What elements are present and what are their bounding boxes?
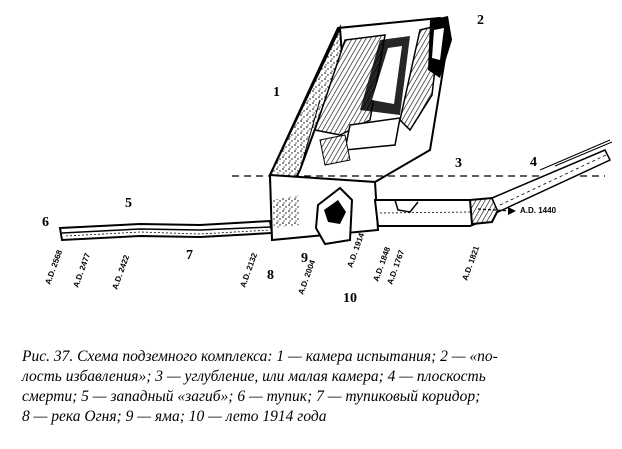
caption-line-1: Рис. 37. Схема подземного комплекса: 1 —… (22, 348, 498, 365)
pit (314, 186, 354, 246)
date-2568: A.D. 2568 (43, 248, 64, 285)
date-2477: A.D. 2477 (71, 251, 92, 288)
label-7: 7 (186, 248, 193, 263)
corridor-junction (468, 196, 500, 226)
label-3: 3 (455, 156, 462, 171)
death-plane (491, 139, 613, 214)
label-10: 10 (343, 291, 357, 306)
caption-line-4: 8 — река Огня; 9 — яма; 10 — лето 1914 г… (22, 408, 327, 425)
ad-1440-marker (477, 207, 516, 215)
label-2: 2 (477, 13, 484, 28)
date-2422: A.D. 2422 (110, 253, 131, 290)
underground-complex-diagram: 1 2 3 4 5 6 7 8 9 10 A.D. 2568 A.D. 2477… (42, 13, 613, 306)
label-8: 8 (267, 268, 274, 283)
date-1440: A.D. 1440 (520, 206, 557, 215)
label-4: 4 (530, 155, 537, 170)
caption-line-3: смерти; 5 — западный «загиб»; 6 — тупик;… (22, 388, 481, 405)
label-5: 5 (125, 196, 132, 211)
label-6: 6 (42, 215, 49, 230)
caption-line-2: лость избавления»; 3 — углубление, или м… (22, 368, 486, 385)
date-1821: A.D. 1821 (460, 244, 481, 281)
figure-caption: Рис. 37. Схема подземного комплекса: 1 —… (22, 347, 607, 427)
label-1: 1 (273, 85, 280, 100)
label-9: 9 (301, 251, 308, 266)
date-2132: A.D. 2132 (238, 251, 259, 288)
lesser-chamber (373, 199, 481, 227)
relief-cavity (428, 16, 452, 78)
dead-end-corridor (58, 219, 274, 242)
date-2004: A.D. 2004 (296, 258, 317, 295)
